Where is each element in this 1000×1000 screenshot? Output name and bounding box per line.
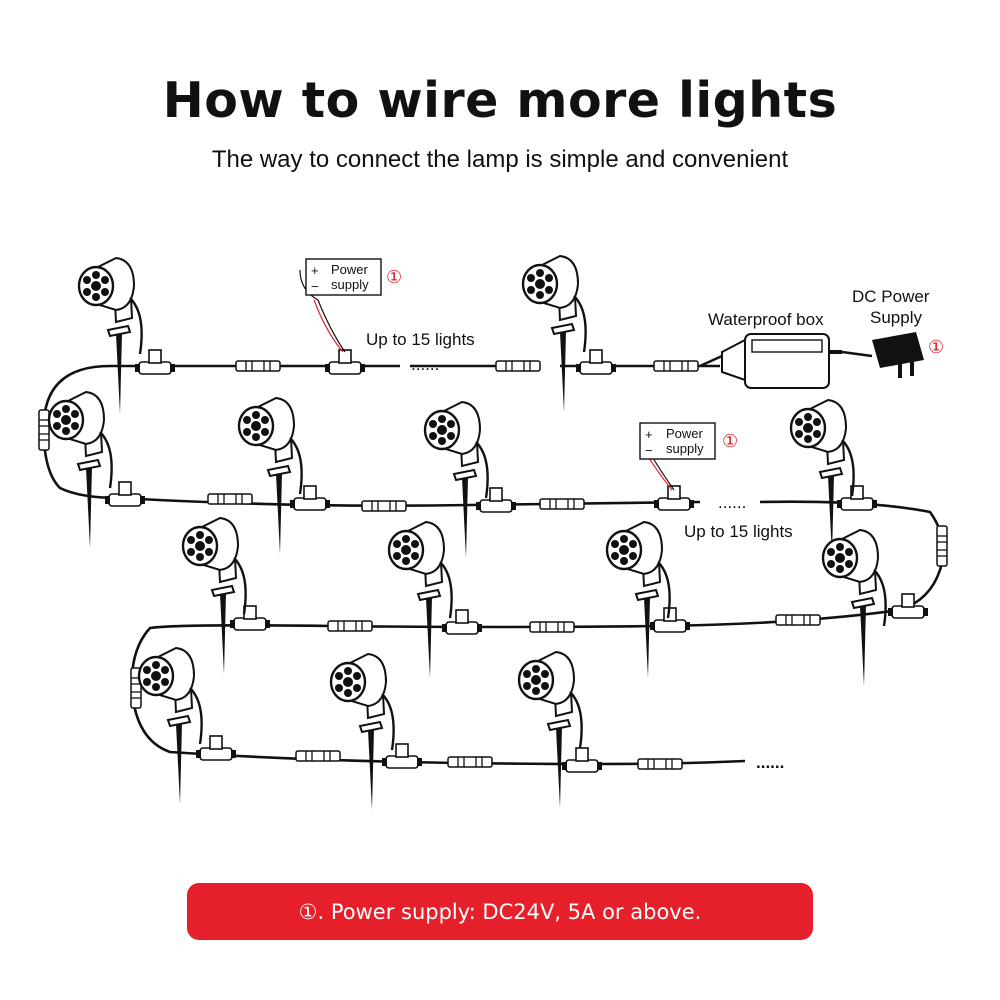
dc-power-label-line2: Supply	[870, 308, 922, 327]
page-title: How to wire more lights	[162, 72, 838, 129]
power-note-marker: ①	[386, 267, 402, 288]
minus-sign: −	[645, 443, 653, 458]
page-subtitle: The way to connect the lamp is simple an…	[211, 146, 789, 173]
minus-sign: −	[311, 279, 319, 294]
power-callout-1: + − Power supply ①	[299, 258, 402, 353]
plus-sign: +	[645, 427, 653, 442]
power-label-line2: supply	[666, 441, 704, 456]
power-label-line2: supply	[331, 277, 369, 292]
waterproof-box	[721, 333, 873, 389]
waterproof-box-label: Waterproof box	[708, 310, 824, 329]
power-note-marker: ①	[722, 431, 738, 452]
dc-power-adapter	[872, 332, 924, 378]
gap-dots-row4: ......	[756, 753, 784, 772]
power-callout-2: + − Power supply ①	[639, 422, 738, 491]
gap-dots-row1: ......	[411, 355, 439, 374]
dc-power-note-marker: ①	[928, 337, 944, 358]
power-label-line1: Power	[331, 262, 369, 277]
dc-power-label-line1: DC Power	[852, 287, 930, 306]
power-supply-note: ①. Power supply: DC24V, 5A or above.	[187, 883, 813, 940]
plus-sign: +	[311, 263, 319, 278]
gap-dots: ...... ...... ......	[411, 355, 784, 772]
up-to-label-row1: Up to 15 lights	[366, 330, 475, 349]
up-to-label-row2: Up to 15 lights	[684, 522, 793, 541]
power-label-line1: Power	[666, 426, 704, 441]
gap-dots-row2: ......	[718, 493, 746, 512]
